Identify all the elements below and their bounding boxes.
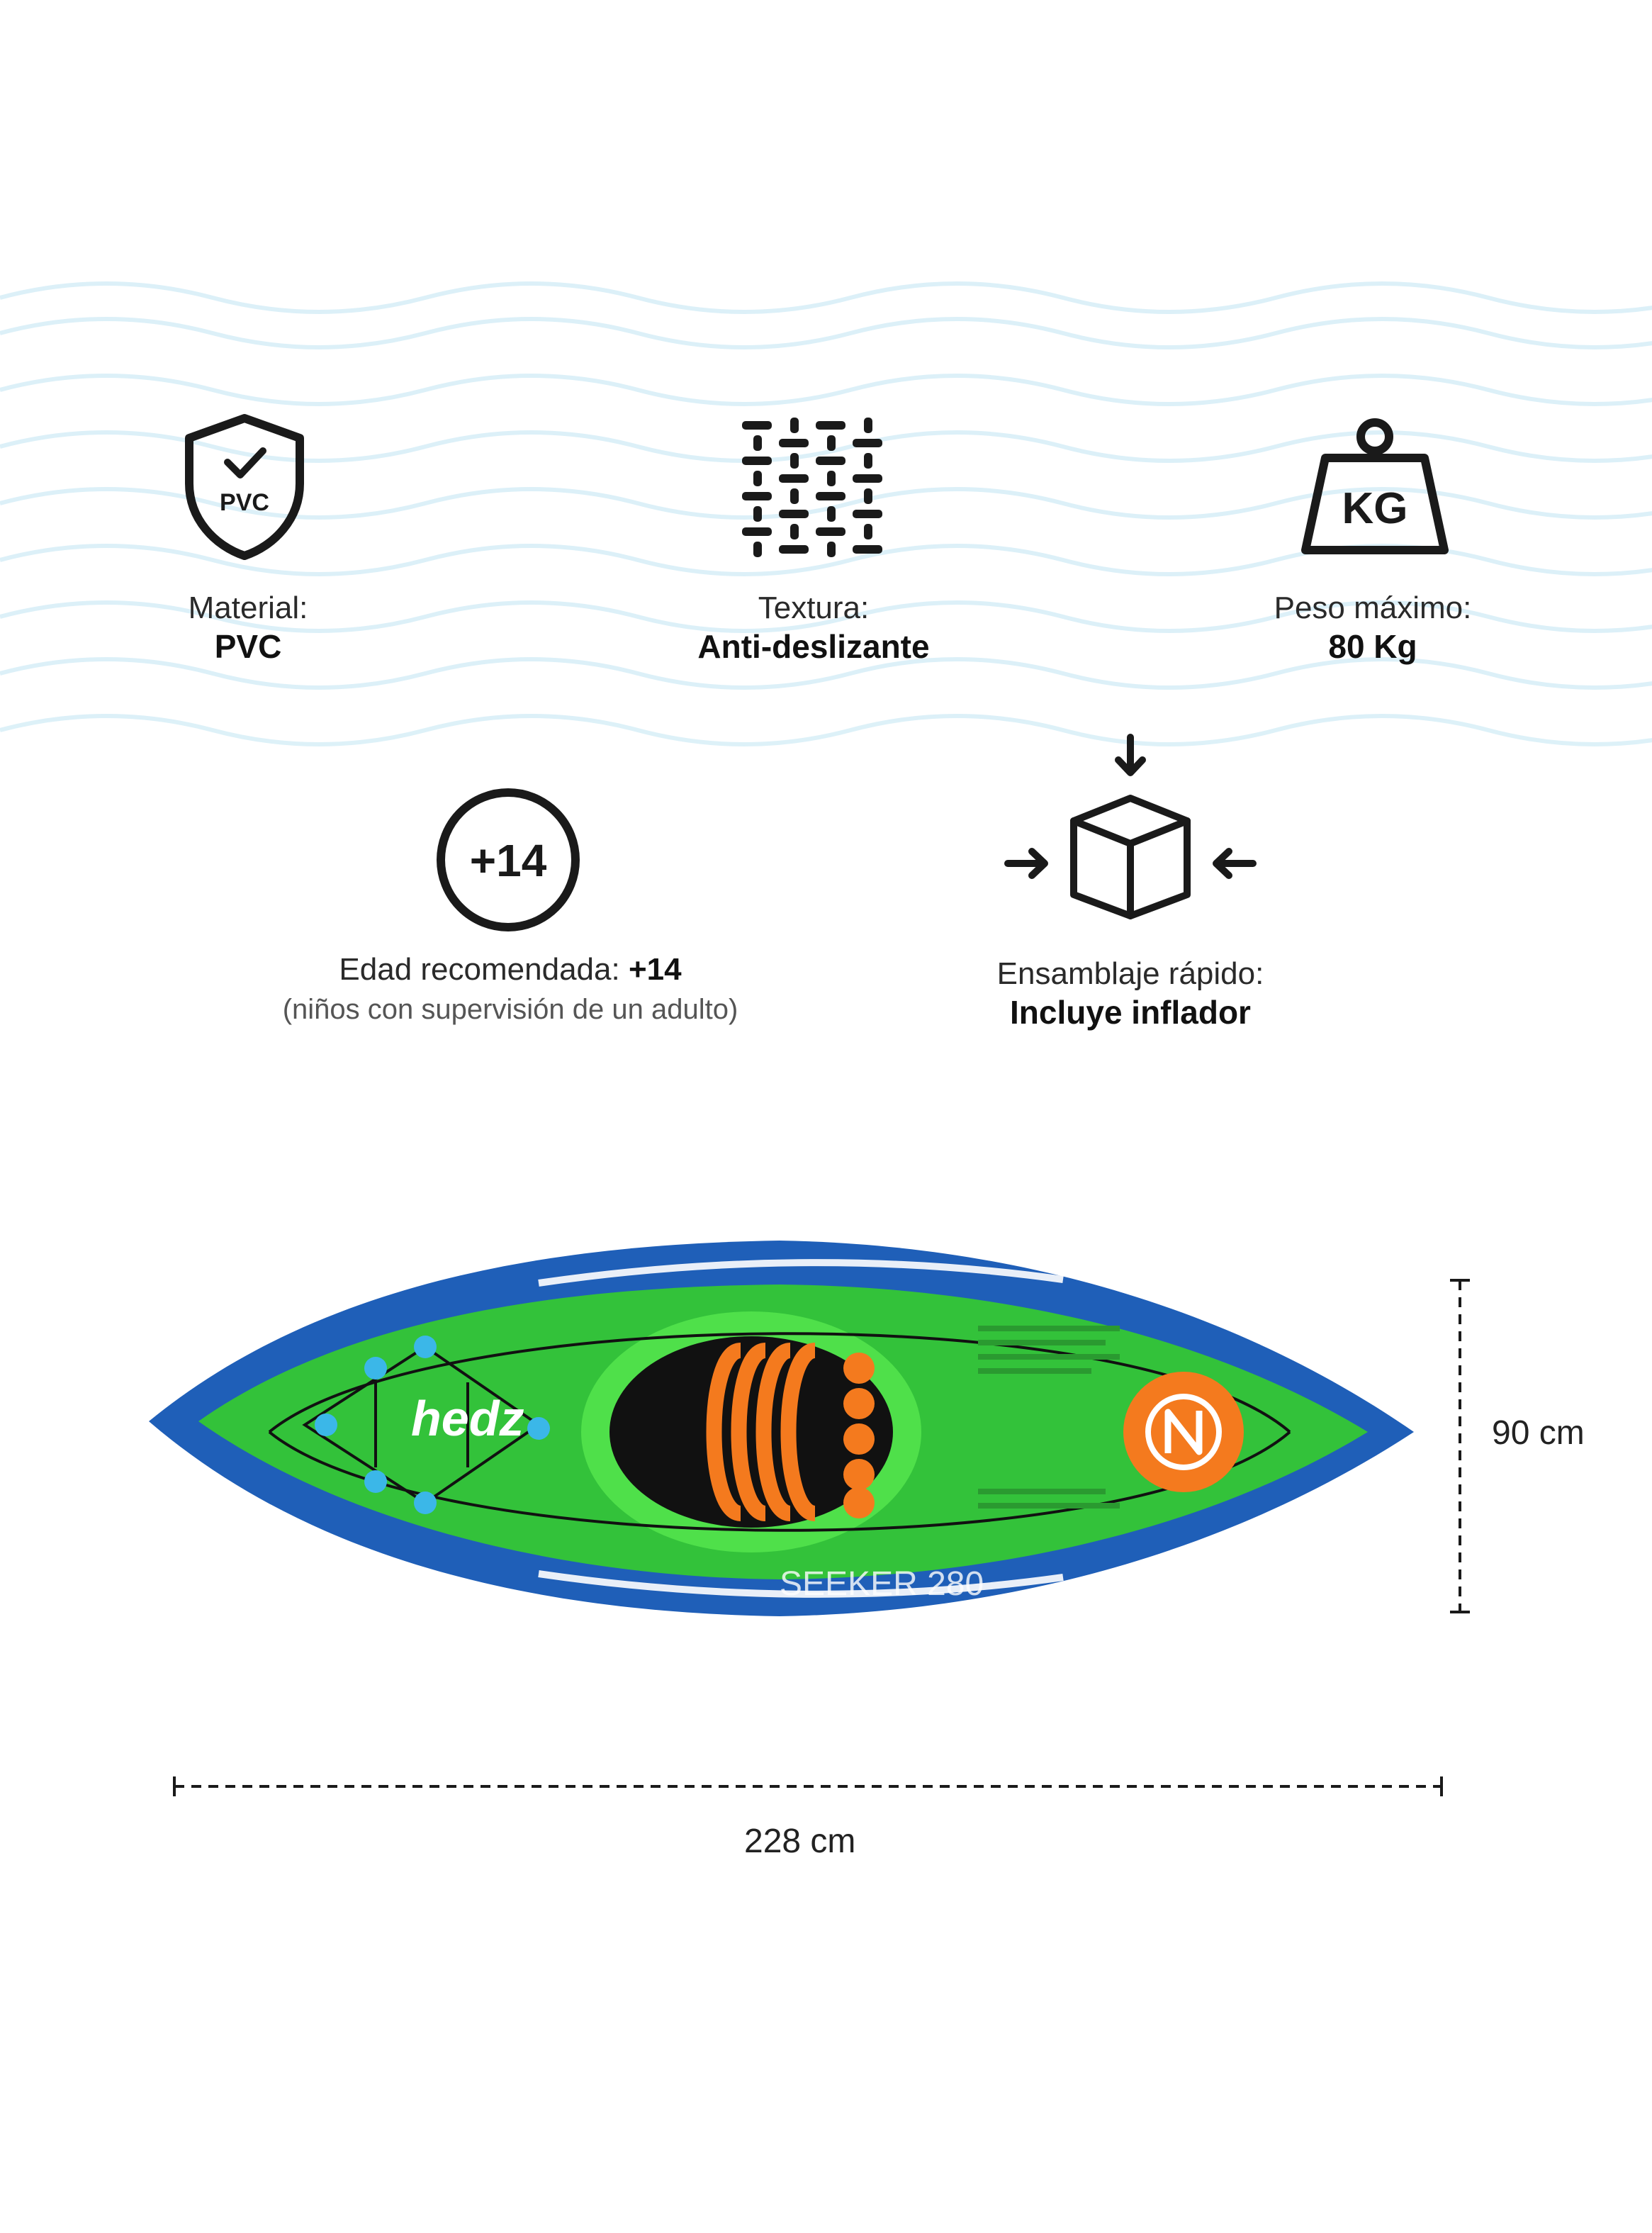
age-value: +14 <box>628 952 682 987</box>
wave-background <box>0 281 1652 746</box>
kayak-brand: hedz <box>411 1391 524 1446</box>
texture-value: Anti-deslizante <box>697 628 930 665</box>
shield-check-icon: PVC <box>185 414 304 560</box>
kayak-top-view: hedz SEEKER 280 <box>149 1241 1414 1616</box>
age-note: (niños con supervisión de un adulto) <box>282 994 738 1025</box>
assembly-label: Ensamblaje rápido: <box>996 956 1264 991</box>
weight-kg-icon: KG <box>1301 418 1449 554</box>
kayak-backrest <box>843 1353 875 1518</box>
texture-label: Textura: <box>758 591 870 625</box>
kayak-model: SEEKER 280 <box>780 1565 984 1603</box>
age-label: Edad recomendada: <box>339 952 620 987</box>
age-circle-icon: +14 <box>437 788 580 931</box>
shield-icon-text: PVC <box>220 489 269 516</box>
kayak-handles <box>315 1336 550 1514</box>
box-arrows-icon <box>1004 734 1257 919</box>
assembly-value: Incluye inflador <box>1010 994 1251 1031</box>
length-dimension-label: 228 cm <box>744 1823 856 1860</box>
width-dimension-label: 90 cm <box>1492 1414 1585 1452</box>
kayak-sticker <box>978 1326 1120 1509</box>
kayak-seat <box>706 1343 817 1521</box>
age-label-line: Edad recomendada: +14 <box>234 950 787 990</box>
weight-label: Peso máximo: <box>1274 591 1472 625</box>
material-value: PVC <box>214 628 282 665</box>
age-icon-text: +14 <box>470 835 547 886</box>
weight-icon-text: KG <box>1342 484 1408 533</box>
length-dimension-line <box>173 1776 1443 1796</box>
weight-value: 80 Kg <box>1328 628 1417 665</box>
texture-grid-icon <box>742 418 882 557</box>
material-label: Material: <box>188 591 308 625</box>
kayak-cockpit <box>609 1336 893 1528</box>
width-dimension-line <box>1450 1279 1470 1613</box>
